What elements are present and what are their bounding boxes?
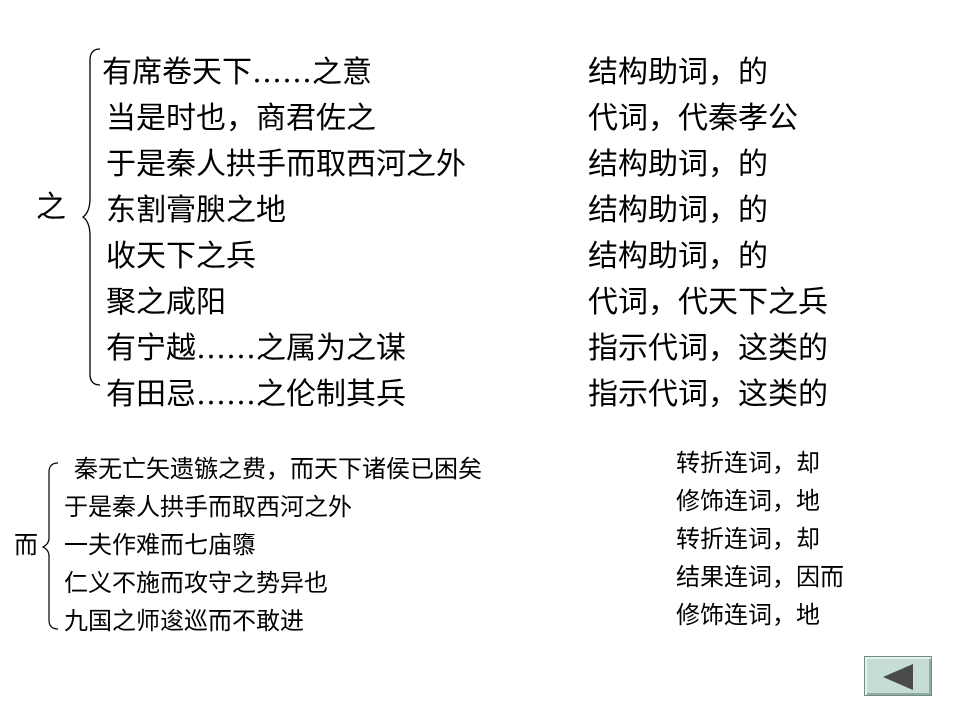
er-head-char: 而	[14, 531, 38, 559]
zhi-meaning-2: 代词，代秦孝公	[588, 101, 798, 136]
er-meaning-2: 修饰连词，地	[676, 487, 820, 515]
er-sentence-5: 九国之师逡巡而不敢进	[64, 607, 304, 635]
left-triangle-icon	[883, 664, 913, 690]
zhi-meaning-list: 结构助词，的 代词，代秦孝公 结构助词，的 结构助词，的 结构助词，的 代词，代…	[588, 50, 828, 418]
zhi-sentence-list: 有席卷天下……之意 当是时也，商君佐之 于是秦人拱手而取西河之外 东割膏腴之地 …	[102, 50, 466, 418]
er-sentence-1: 秦无亡矢遗镞之费，而天下诸侯已困矣	[74, 455, 482, 483]
er-brace-icon	[41, 462, 59, 630]
zhi-sentence-8: 有田忌……之伦制其兵	[106, 377, 406, 412]
zhi-sentence-2: 当是时也，商君佐之	[106, 101, 376, 136]
zhi-sentence-7: 有宁越……之属为之谋	[106, 331, 406, 366]
er-meaning-4: 结果连词，因而	[676, 563, 844, 591]
zhi-sentence-3: 于是秦人拱手而取西河之外	[106, 147, 466, 182]
zhi-head-char: 之	[36, 190, 66, 225]
zhi-meaning-7: 指示代词，这类的	[588, 331, 828, 366]
er-meaning-3: 转折连词，却	[676, 525, 820, 553]
er-sentence-3: 一夫作难而七庙隳	[64, 531, 256, 559]
zhi-meaning-1: 结构助词，的	[588, 55, 768, 90]
zhi-brace-icon	[81, 48, 101, 386]
zhi-sentence-6: 聚之咸阳	[106, 285, 226, 320]
previous-slide-button[interactable]	[864, 656, 932, 696]
er-meaning-5: 修饰连词，地	[676, 601, 820, 629]
er-sentence-4: 仁义不施而攻守之势异也	[64, 569, 328, 597]
er-sentence-2: 于是秦人拱手而取西河之外	[64, 493, 352, 521]
zhi-meaning-3: 结构助词，的	[588, 147, 768, 182]
zhi-sentence-5: 收天下之兵	[106, 239, 256, 274]
er-meaning-1: 转折连词，却	[676, 449, 820, 477]
zhi-sentence-4: 东割膏腴之地	[106, 193, 286, 228]
zhi-sentence-1: 有席卷天下……之意	[102, 55, 372, 90]
zhi-meaning-6: 代词，代天下之兵	[588, 285, 828, 320]
zhi-meaning-4: 结构助词，的	[588, 193, 768, 228]
er-meaning-list: 转折连词，却 修饰连词，地 转折连词，却 结果连词，因而 修饰连词，地	[676, 444, 844, 634]
zhi-meaning-8: 指示代词，这类的	[588, 377, 828, 412]
er-sentence-list: 秦无亡矢遗镞之费，而天下诸侯已困矣 于是秦人拱手而取西河之外 一夫作难而七庙隳 …	[64, 450, 482, 640]
zhi-meaning-5: 结构助词，的	[588, 239, 768, 274]
